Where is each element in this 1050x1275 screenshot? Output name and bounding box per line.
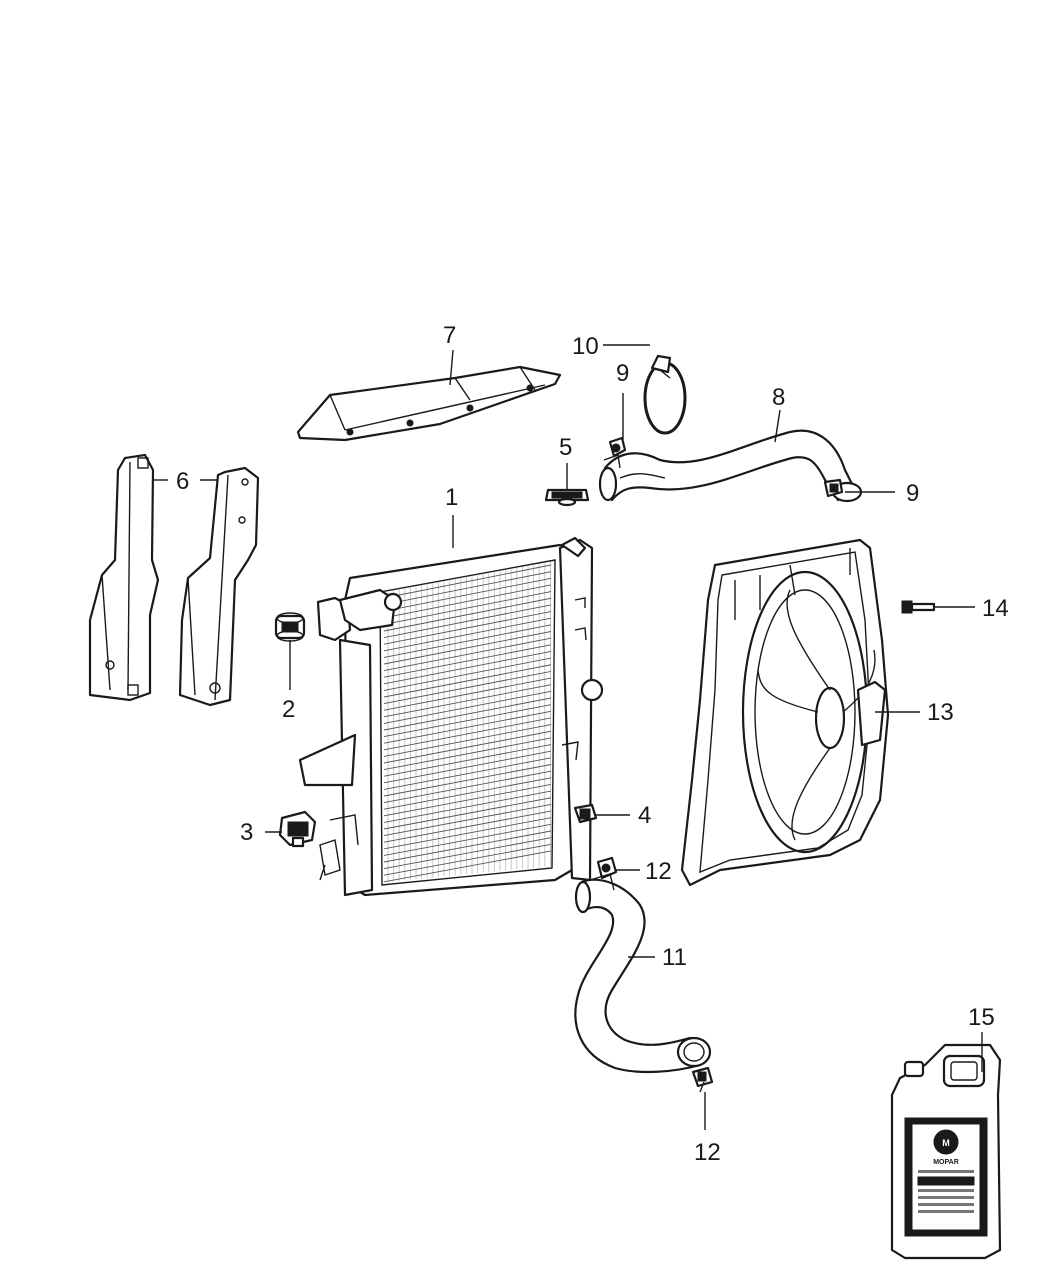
side-shield-right	[178, 466, 260, 707]
side-shield-left	[88, 453, 160, 702]
radiator-isolator	[278, 810, 317, 848]
callout-9-upper: 9	[616, 360, 629, 387]
callout-11: 11	[662, 944, 687, 971]
upper-radiator-hose	[598, 429, 863, 503]
callout-9-lower: 9	[906, 480, 919, 507]
hose-clamp-12-upper	[589, 856, 618, 891]
coolant-jug: M MOPAR	[890, 1043, 1002, 1260]
hose-clamp-9-upper	[603, 436, 627, 469]
callout-2: 2	[282, 696, 295, 723]
callout-1: 1	[445, 484, 458, 511]
callouts: 1 2 3 4 5 6 7 8 9 9 10 11 12 12 13 14 15	[176, 322, 1009, 1166]
radiator	[298, 536, 604, 897]
callout-5: 5	[559, 434, 572, 461]
coolant-brand: MOPAR	[933, 1159, 959, 1166]
hose-clamp-upper	[643, 354, 687, 435]
fan-shroud	[680, 538, 890, 887]
fan-shroud-bolt	[901, 600, 936, 614]
callout-4: 4	[638, 802, 651, 829]
callout-15: 15	[968, 1004, 995, 1031]
callout-3: 3	[240, 819, 253, 846]
callout-10: 10	[572, 333, 599, 360]
hose-clamp-9-lower	[823, 478, 844, 498]
drain-cock	[573, 803, 598, 824]
callout-7: 7	[443, 322, 456, 349]
hose-clamp-12-lower	[691, 1066, 714, 1093]
lower-radiator-hose	[574, 878, 712, 1074]
mopar-logo-icon: M	[942, 1138, 950, 1148]
radiator-cap	[544, 488, 590, 507]
callout-12-lower: 12	[694, 1139, 721, 1166]
upper-radiator-shield	[296, 365, 562, 442]
radiator-grommet	[274, 612, 306, 642]
callout-8: 8	[772, 384, 785, 411]
leader-lines	[152, 344, 983, 1130]
callout-6: 6	[176, 468, 189, 495]
callout-13: 13	[927, 699, 954, 726]
callout-12-upper: 12	[645, 858, 672, 885]
callout-14: 14	[982, 595, 1009, 622]
